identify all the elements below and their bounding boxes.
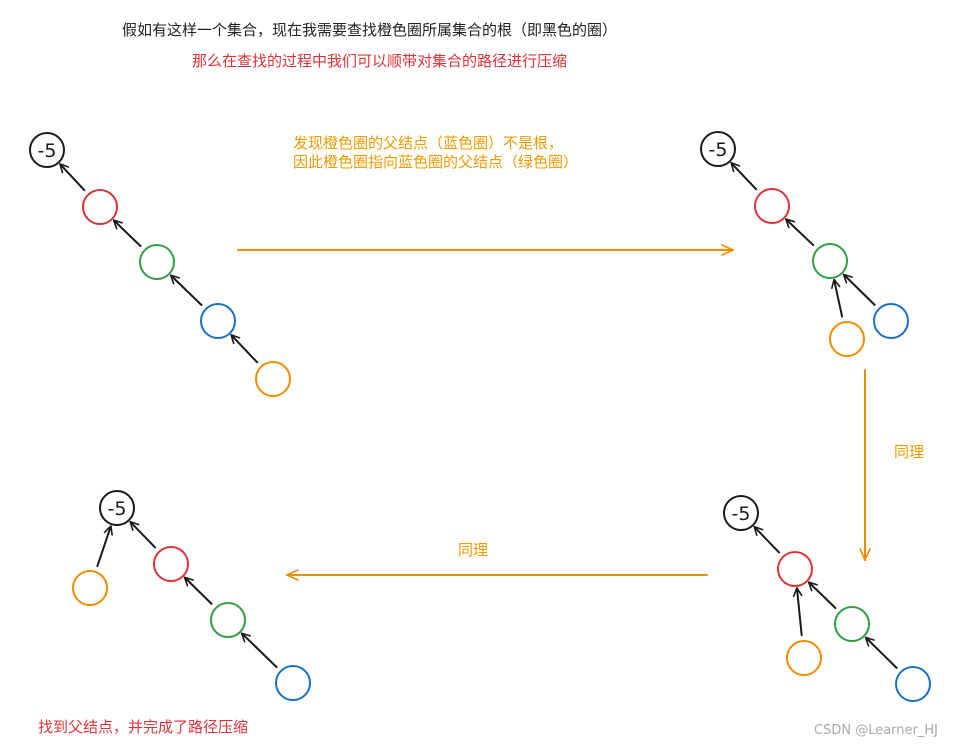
node-orange [255,361,291,397]
intro-red-text: 那么在查找的过程中我们可以顺带对集合的路径进行压缩 [192,52,568,70]
node-root [700,131,736,167]
edge-blue-to-green [842,273,876,306]
tree-initial: -5 [29,132,291,397]
node-orange [786,640,822,676]
edge-blue-to-green [169,274,203,307]
step1-caption-line2: 因此橙色圈指向蓝色圈的父结点（绿色圈） [293,153,579,171]
node-orange [829,321,865,357]
node-orange [72,570,108,606]
tree-step1: -5 [700,131,909,357]
edge-orange-to-root [96,525,113,568]
node-red [153,546,189,582]
node-red [82,189,118,225]
node-blue [895,666,931,702]
node-green [210,602,246,638]
result-text: 找到父结点，并完成了路径压缩 [38,718,249,736]
edge-red-to-root [129,520,157,549]
node-red [754,188,790,224]
node-green [834,606,870,642]
node-root [29,132,65,168]
watermark: CSDN @Learner_HJ [814,723,938,738]
edge-orange-to-blue [230,333,259,364]
edge-green-to-red [807,581,837,610]
node-blue [200,303,236,339]
edge-green-to-red [112,219,142,248]
step1-caption-line1: 发现橙色圈的父结点（蓝色圈）不是根， [293,134,564,152]
edge-orange-to-green [831,278,844,318]
tree-step2: -5 [723,495,931,702]
node-blue [275,665,311,701]
node-red [777,551,813,587]
edge-red-to-root [753,525,781,554]
node-label-root: -5 [108,498,127,520]
same-caption-left: 同理 [458,541,489,559]
edge-orange-to-red [792,587,803,637]
node-green [139,244,175,280]
edge-blue-to-green [864,636,898,669]
edge-red-to-root [730,161,758,191]
node-root [723,495,759,531]
node-green [812,243,848,279]
node-label-root: -5 [38,140,57,162]
node-blue [873,303,909,339]
intro-text: 假如有这样一个集合，现在我需要查找橙色圈所属集合的根（即黑色的圈） [122,21,618,39]
tree-final: -5 [72,490,311,701]
edge-green-to-red [183,576,213,605]
edge-red-to-root [59,163,86,192]
node-label-root: -5 [709,139,728,161]
node-root [99,490,135,526]
node-label-root: -5 [732,503,751,525]
same-caption-down: 同理 [894,443,925,461]
edge-green-to-red [784,218,815,247]
edge-blue-to-green [240,632,278,668]
